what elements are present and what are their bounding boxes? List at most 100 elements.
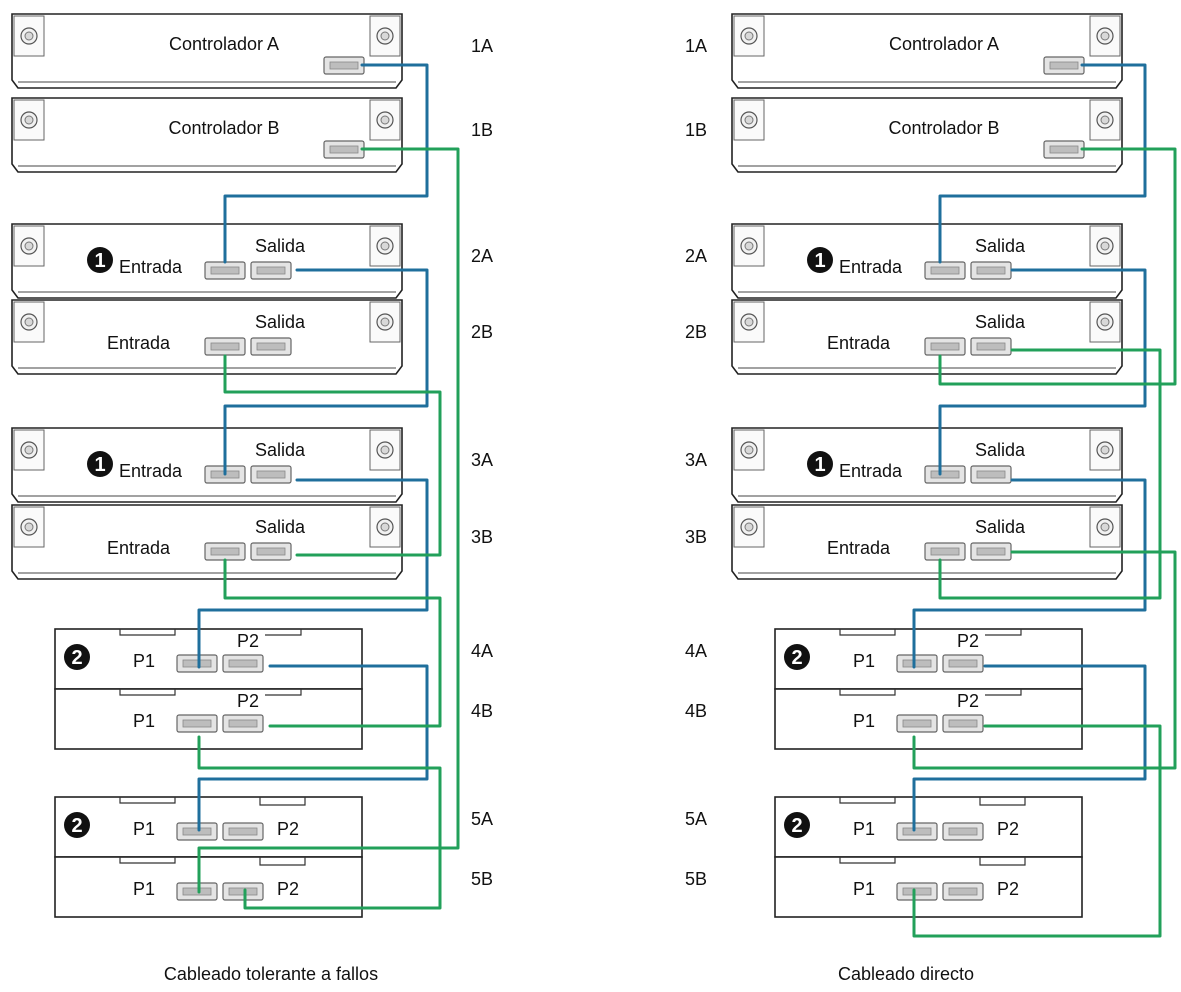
tray-label: 4A <box>471 641 493 661</box>
thumbscrew-icon-inner <box>24 115 34 125</box>
port-label-in: Entrada <box>827 333 891 353</box>
cable-b-direct-2b-to-3b <box>938 348 1162 600</box>
port-label-p1: P1 <box>853 711 875 731</box>
sas-port-icon <box>970 465 1012 484</box>
callout-badge-circle <box>807 451 833 477</box>
callout-badge-circle <box>64 812 90 838</box>
thumbscrew-icon <box>740 27 758 45</box>
port-label-in: Entrada <box>839 257 903 277</box>
sas-port-icon-slot <box>976 266 1006 275</box>
sas-port-icon <box>222 654 264 673</box>
cable-b-3b-to-4b <box>223 558 442 728</box>
tray-body <box>731 223 1123 299</box>
sas-port-icon-slot <box>182 659 212 668</box>
tray-body <box>731 427 1123 503</box>
sas-port-icon-slot <box>930 342 960 351</box>
sas-port-icon-slot <box>228 827 258 836</box>
thumbscrew-icon <box>376 27 394 45</box>
sas-port-icon <box>323 56 365 75</box>
cable-b-direct-3b-to-4b <box>912 550 1177 770</box>
tray-label: 3B <box>685 527 707 547</box>
diagram-caption: Cableado tolerante a fallos <box>164 964 378 984</box>
sas-port-icon-slot <box>256 547 286 556</box>
tray-body <box>731 13 1123 89</box>
callout-badge-number: 1 <box>94 250 105 272</box>
callout-badge-circle <box>87 451 113 477</box>
sas-port-icon-slot <box>902 719 932 728</box>
sas-port-icon <box>970 261 1012 280</box>
thumbscrew-icon <box>376 441 394 459</box>
sas-port-icon-slot <box>228 887 258 896</box>
port-label-p2: P2 <box>277 879 299 899</box>
tray-label: 5B <box>685 869 707 889</box>
sas-port-icon-slot <box>210 266 240 275</box>
callout-badge-number: 2 <box>791 647 802 669</box>
callout-badge-circle <box>64 644 90 670</box>
sas-port-icon <box>942 882 984 901</box>
port-label-out: Salida <box>255 312 306 332</box>
port-label-out: Salida <box>975 236 1026 256</box>
jbod-handle-left <box>839 629 896 636</box>
sas-port-icon-slot <box>256 342 286 351</box>
cable-a-direct-4a-to-5a <box>912 664 1147 832</box>
cable-b-direct-4b-to-5b <box>912 724 1162 938</box>
controller-title: Controlador B <box>888 118 999 138</box>
cable-b-4b-to-5b <box>197 735 442 910</box>
thumbscrew-icon-inner <box>24 445 34 455</box>
port-label-in: Entrada <box>827 538 891 558</box>
callout-badge-circle <box>87 247 113 273</box>
sas-port-icon-slot <box>976 342 1006 351</box>
port-label-p2: P2 <box>957 691 979 711</box>
sas-port-icon <box>942 822 984 841</box>
sas-port-icon-slot <box>902 887 932 896</box>
tray-direct-1a: Controlador A1A <box>685 13 1123 89</box>
tray-direct-5b: P1 P2 5B <box>685 856 1083 918</box>
port-label-p2: P2 <box>997 819 1019 839</box>
thumbscrew-icon <box>20 313 38 331</box>
jbod-handle-right <box>265 629 302 636</box>
thumbscrew-icon <box>20 441 38 459</box>
sas-port-icon <box>250 542 292 561</box>
cable-b-2b-to-3b <box>223 354 442 557</box>
thumbscrew-icon-inner <box>1100 445 1110 455</box>
diagram-caption: Cableado directo <box>838 964 974 984</box>
cable-a-direct-ctrl-to-2a <box>938 63 1147 264</box>
sas-port-icon <box>222 714 264 733</box>
thumbscrew-icon <box>376 237 394 255</box>
thumbscrew-icon <box>740 111 758 129</box>
callout-number-icon: 1 <box>807 247 833 273</box>
thumbscrew-icon-inner <box>1100 522 1110 532</box>
port-label-in: Entrada <box>119 461 183 481</box>
jbod-handle-right <box>985 689 1022 696</box>
tray-label: 1B <box>471 120 493 140</box>
thumbscrew-icon-inner <box>1100 31 1110 41</box>
sas-port-icon <box>924 465 966 484</box>
port-label-p2: P2 <box>997 879 1019 899</box>
jbod-handle-left <box>119 857 176 864</box>
sas-port-icon-slot <box>930 547 960 556</box>
thumbscrew-icon <box>1096 111 1114 129</box>
tray-body <box>11 299 403 375</box>
port-label-p1: P1 <box>853 879 875 899</box>
sas-port-icon-slot <box>228 659 258 668</box>
sas-port-icon <box>250 337 292 356</box>
thumbscrew-icon-inner <box>380 445 390 455</box>
thumbscrew-icon <box>740 518 758 536</box>
sas-port-icon-slot <box>210 547 240 556</box>
sas-port-icon-slot <box>210 342 240 351</box>
thumbscrew-icon-inner <box>744 445 754 455</box>
sas-port-icon-slot <box>948 887 978 896</box>
sas-port-icon-slot <box>329 61 359 70</box>
sas-port-icon <box>942 654 984 673</box>
sas-port-icon-slot <box>182 887 212 896</box>
sas-port-icon <box>176 882 218 901</box>
jbod-handle-right <box>265 689 302 696</box>
thumbscrew-icon <box>20 518 38 536</box>
